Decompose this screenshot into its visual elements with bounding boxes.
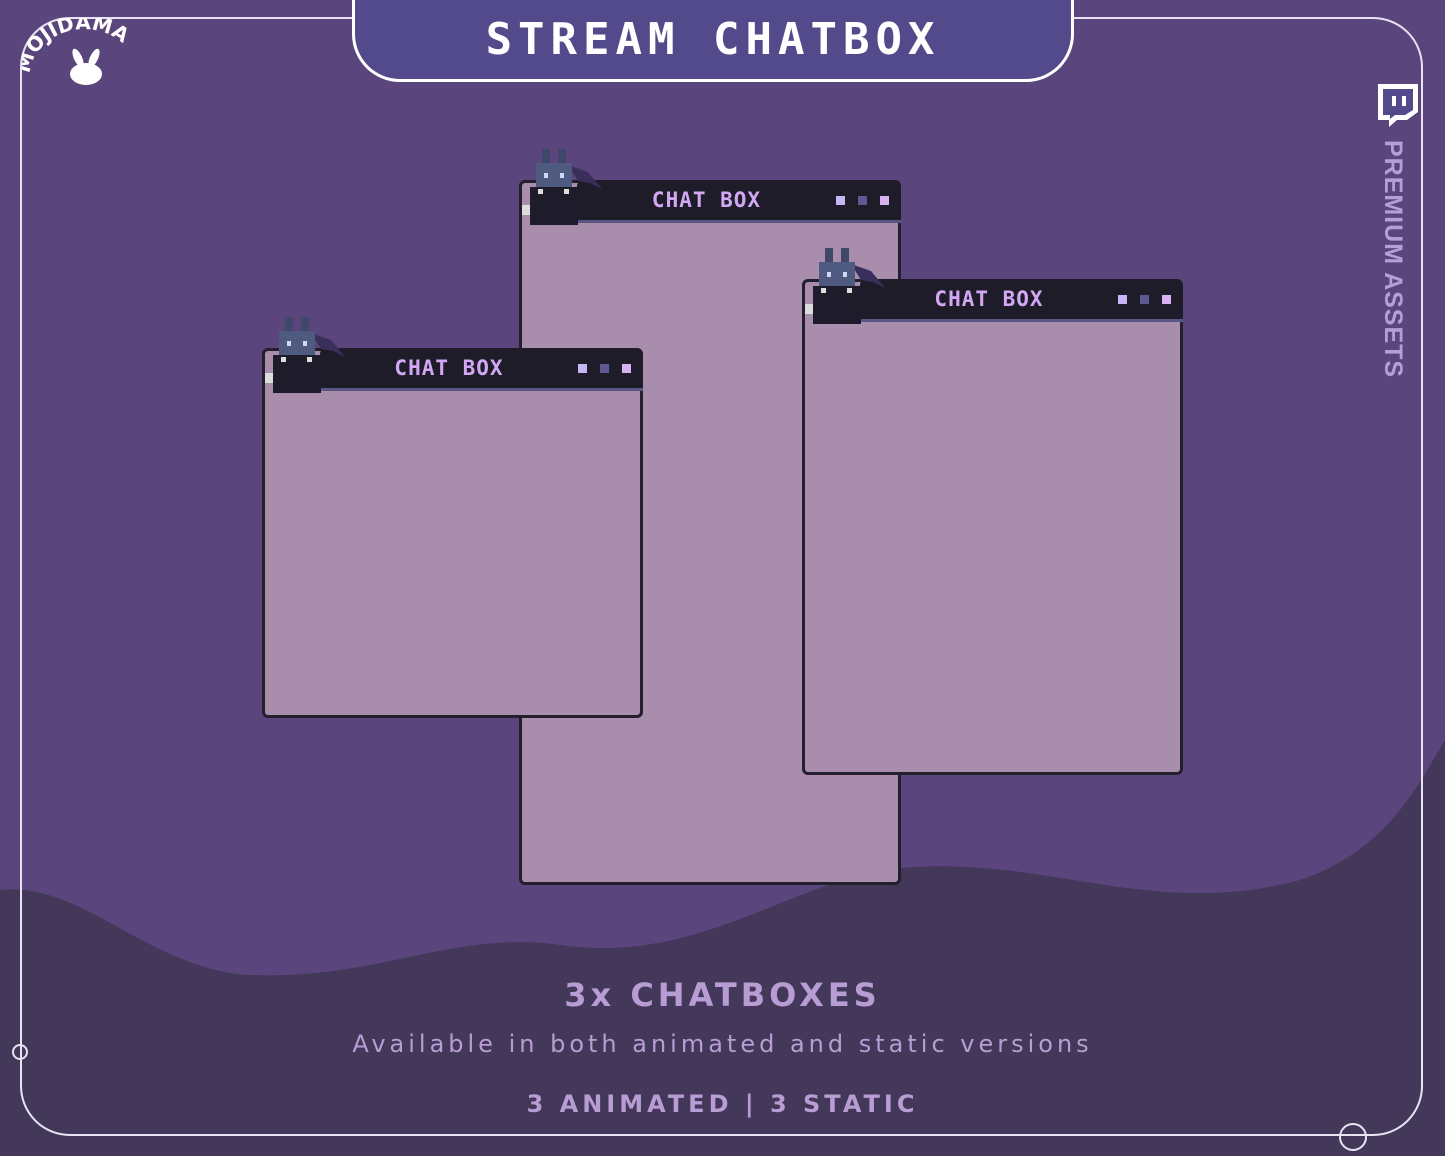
bat-mascot-icon <box>522 149 602 225</box>
frame-circle-decoration <box>12 1044 28 1060</box>
chatbox-title: CHAT BOX <box>934 287 1044 311</box>
title-banner: STREAM CHATBOX <box>352 0 1074 82</box>
window-dots-icon <box>1118 294 1171 304</box>
footer-heading: 3x CHATBOXES <box>564 976 881 1014</box>
chatbox-title: CHAT BOX <box>394 356 504 380</box>
bat-mascot-icon <box>265 317 345 393</box>
premium-assets-label: PREMIUM ASSETS <box>1379 140 1407 379</box>
chatbox-right: CHAT BOX <box>802 248 1183 775</box>
page-title: STREAM CHATBOX <box>485 14 941 65</box>
chatbox-header: CHAT BOX <box>860 279 1183 322</box>
footer-counts: 3 ANIMATED | 3 STATIC <box>526 1090 919 1118</box>
chatbox-header: CHAT BOX <box>577 180 901 223</box>
window-dots-icon <box>836 195 889 205</box>
mojidama-logo: MOJIDAMA <box>11 10 142 88</box>
bat-mascot-icon <box>805 248 885 324</box>
chatbox-title: CHAT BOX <box>651 188 762 212</box>
twitch-icon <box>1378 84 1418 127</box>
footer-subtitle: Available in both animated and static ve… <box>352 1030 1093 1058</box>
logo-mascot-icon: MOJIDAMA <box>11 10 134 85</box>
frame-circle-decoration <box>1339 1123 1367 1151</box>
chatbox-left: CHAT BOX <box>262 317 643 718</box>
window-dots-icon <box>578 363 631 373</box>
chatbox-header: CHAT BOX <box>320 348 643 391</box>
